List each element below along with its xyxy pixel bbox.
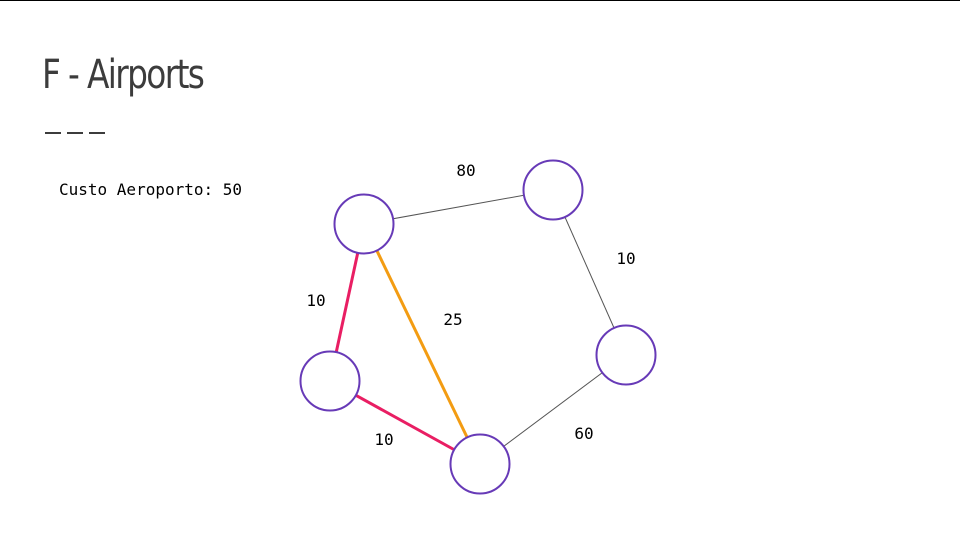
airport-node-n3	[595, 324, 657, 386]
edge-n1-n5	[362, 223, 482, 465]
nodes-layer	[299, 159, 657, 495]
airport-node-n1	[333, 193, 395, 255]
top-border	[0, 0, 960, 1]
slide-title: F - Airports	[42, 52, 205, 98]
edge-labels-layer: 80 10 60 10 10 25	[306, 161, 635, 449]
airport-node-n2	[522, 159, 584, 221]
airport-node-n5	[449, 433, 511, 495]
title-underline	[45, 132, 105, 134]
edge-n1-n2	[363, 189, 554, 225]
edge-weight-label: 25	[443, 310, 462, 329]
airport-cost-label: Custo Aeroporto: 50	[59, 180, 243, 199]
edge-weight-label: 10	[374, 430, 393, 449]
edge-weight-label: 10	[306, 291, 325, 310]
edge-weight-label: 10	[616, 249, 635, 268]
edge-weight-label: 80	[456, 161, 475, 180]
edge-weight-label: 60	[574, 424, 593, 443]
airport-node-n4	[299, 350, 361, 412]
